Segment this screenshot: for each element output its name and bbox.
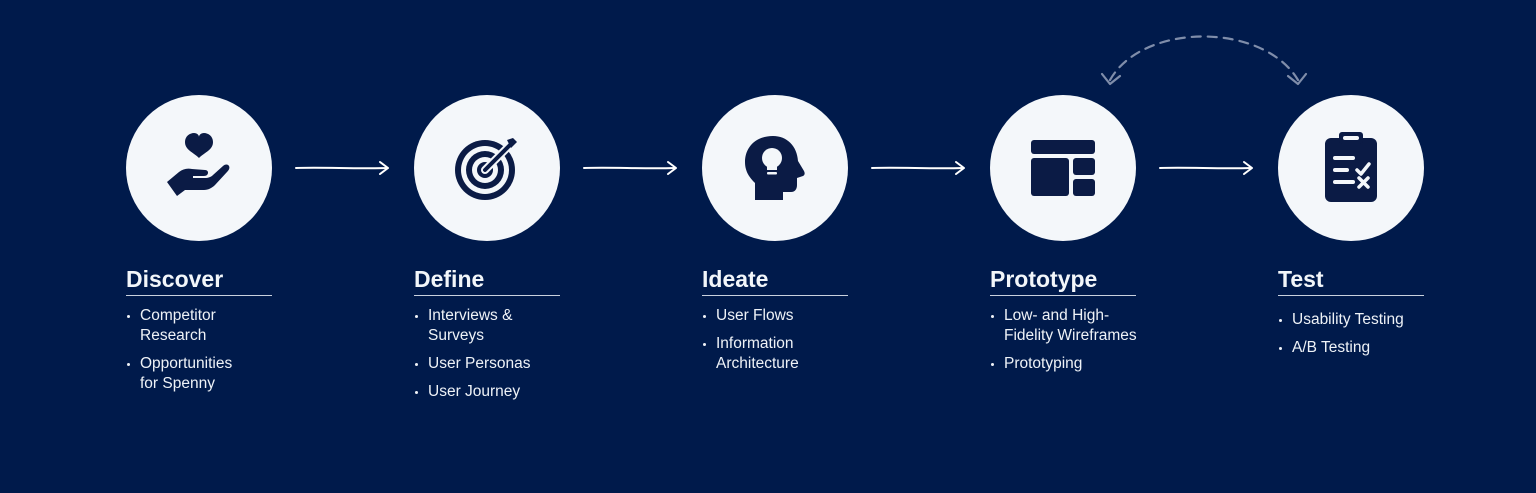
list-item: Prototyping [990,354,1170,374]
list-item: Information Architecture [702,334,882,374]
item-line: Usability Testing [1292,311,1404,328]
item-line: Information Architecture [716,335,799,372]
stage-icon-circle [126,95,272,241]
item-line: User Flows [716,307,794,324]
heart-in-hand-icon [167,133,230,196]
stage-item-list: Low- and High- Fidelity Wireframes Proto… [990,306,1170,382]
item-line: User Journey [428,383,521,400]
item-line: Low- and High- Fidelity Wireframes [1004,307,1137,344]
list-item: User Journey [414,382,594,402]
item-line: Interviews & Surveys [428,307,513,344]
item-line: Opportunities for Spenny [140,355,233,392]
stage-item-list: Interviews & Surveys User Personas User … [414,306,594,410]
target-icon [455,138,517,200]
flow-arrow [295,161,389,175]
stage-item-list: Competitor Research Opportunities for Sp… [126,306,306,402]
head-lightbulb-icon [745,136,805,200]
flow-arrow [1159,161,1253,175]
list-item: Competitor Research [126,306,306,346]
item-line: Prototyping [1004,355,1083,372]
list-item: Low- and High- Fidelity Wireframes [990,306,1170,346]
wireframe-layout-icon [1031,140,1095,196]
iteration-loop-arrow [1100,35,1308,86]
stage-title: Discover [126,265,272,296]
stage-item-list: Usability Testing A/B Testing [1278,310,1458,366]
stage-item-list: User Flows Information Architecture [702,306,882,382]
clipboard-checklist-icon [1325,132,1377,202]
item-line: User Personas [428,355,531,372]
list-item: Interviews & Surveys [414,306,594,346]
flow-arrow [583,161,677,175]
stage-icon-circle [702,95,848,241]
stage-icon-circle [990,95,1136,241]
list-item: User Flows [702,306,882,326]
item-line: Competitor Research [140,307,216,344]
list-item: Opportunities for Spenny [126,354,306,394]
stage-icon-circle [1278,95,1424,241]
stage-title: Prototype [990,265,1136,296]
stage-title: Define [414,265,560,296]
list-item: A/B Testing [1278,338,1458,358]
stage-title: Test [1278,265,1424,296]
flow-arrow [871,161,965,175]
item-line: A/B Testing [1292,339,1371,356]
list-item: User Personas [414,354,594,374]
stage-icon-circle [414,95,560,241]
list-item: Usability Testing [1278,310,1458,330]
stage-title: Ideate [702,265,848,296]
